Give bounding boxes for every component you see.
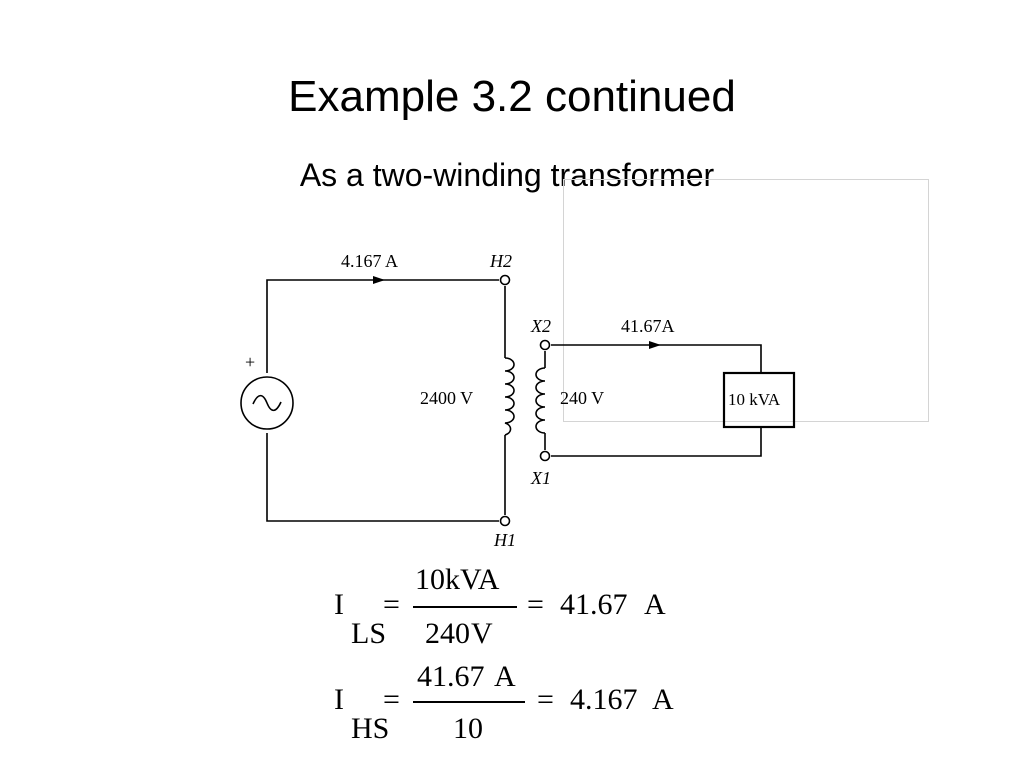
eq1-numerator-value: 10 (415, 563, 445, 596)
primary-wire (266, 279, 499, 373)
eq2-numerator-unit: A (494, 660, 516, 693)
primary-current-arrow-icon (373, 276, 385, 284)
eq2-result-unit: A (652, 683, 674, 716)
eq1-lhs-symbol: I (334, 588, 344, 621)
eq2-equals: = (383, 683, 400, 716)
terminal-x1-node (539, 450, 551, 462)
eq1-denominator-value: 240 (425, 617, 470, 650)
primary-coil (504, 357, 515, 436)
eq2-denominator-value: 10 (453, 712, 483, 745)
polarity-label: + (245, 352, 255, 372)
terminal-h2-node (499, 274, 511, 286)
secondary-return-wire (544, 427, 762, 457)
terminal-x2-label: X2 (530, 316, 551, 336)
primary-voltage-label: 2400 V (420, 388, 473, 408)
terminal-h2-label: H2 (489, 251, 512, 271)
slide-subtitle: As a two-winding transformer (299, 157, 715, 193)
primary-current-label: 4.167 A (341, 251, 398, 271)
secondary-coil (535, 367, 546, 434)
terminal-h1-node (499, 515, 511, 527)
load-box (722, 371, 796, 429)
secondary-wire (544, 344, 762, 373)
eq1-result-equals: = (527, 588, 544, 621)
terminal-x2-node (539, 339, 551, 351)
overlay-frame (563, 179, 929, 422)
eq2-fraction-bar (413, 701, 525, 703)
primary-return-wire (266, 433, 499, 522)
secondary-voltage-label: 240 V (560, 388, 604, 408)
load-label: 10 kVA (728, 390, 781, 409)
eq2-lhs-symbol: I (334, 683, 344, 716)
ac-wave-icon (252, 394, 282, 412)
eq1-fraction-bar (413, 606, 517, 608)
eq2-result-value: 4.167 (570, 683, 638, 716)
eq1-result-unit: A (644, 588, 666, 621)
secondary-current-label: 41.67A (621, 316, 675, 336)
eq2-numerator-value: 41.67 (417, 660, 485, 693)
secondary-current-arrow-icon (649, 341, 661, 349)
eq2-lhs-subscript: HS (351, 712, 390, 745)
eq1-lhs-subscript: LS (351, 617, 387, 650)
terminal-x1-label: X1 (530, 468, 551, 488)
eq1-numerator-unit: kVA (445, 563, 500, 596)
eq1-equals: = (383, 588, 400, 621)
eq2-result-equals: = (537, 683, 554, 716)
eq1-denominator-unit: V (471, 617, 493, 650)
ac-source-symbol (240, 376, 294, 430)
terminal-h1-label: H1 (493, 530, 516, 550)
slide-title: Example 3.2 continued (288, 72, 736, 121)
eq1-result-value: 41.67 (560, 588, 628, 621)
